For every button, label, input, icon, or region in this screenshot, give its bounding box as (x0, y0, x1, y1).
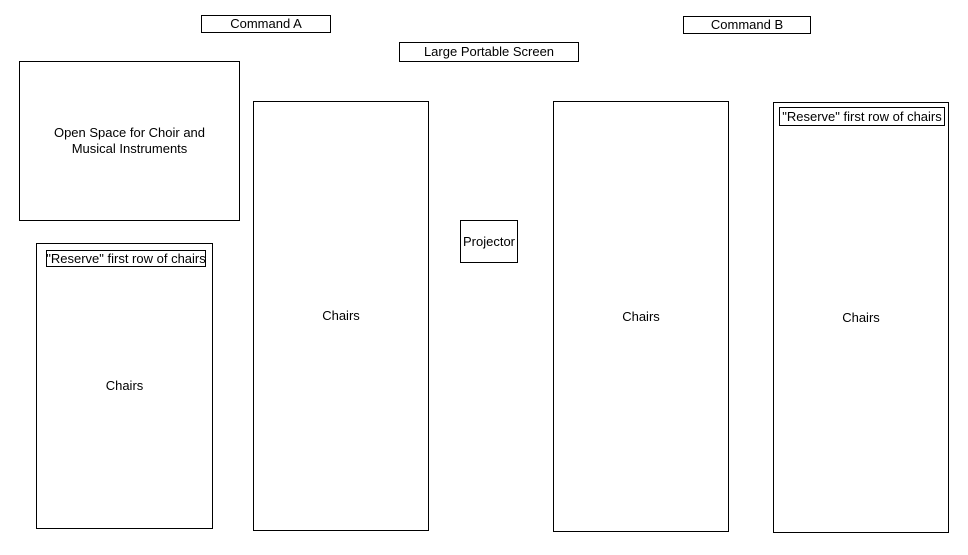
command-a-box: Command A (201, 15, 331, 33)
command-b-box: Command B (683, 16, 811, 34)
chairs-label: Chairs (842, 309, 880, 325)
reserve-first-row-box-right: "Reserve" first row of chairs (779, 107, 945, 126)
chairs-section-left: "Reserve" first row of chairs Chairs (36, 243, 213, 529)
large-portable-screen-label: Large Portable Screen (423, 44, 555, 59)
large-portable-screen-box: Large Portable Screen (399, 42, 579, 62)
reserve-first-row-label: "Reserve" first row of chairs (46, 250, 206, 266)
open-space-box: Open Space for Choir and Musical Instrum… (19, 61, 240, 221)
command-a-label: Command A (230, 16, 302, 31)
chairs-section-center-left: Chairs (253, 101, 429, 531)
chairs-label: Chairs (622, 308, 660, 324)
chairs-label: Chairs (105, 378, 144, 393)
open-space-label: Open Space for Choir and Musical Instrum… (53, 125, 206, 156)
chairs-section-center-right: Chairs (553, 101, 729, 532)
chairs-label: Chairs (322, 308, 360, 323)
reserve-first-row-box-left: "Reserve" first row of chairs (46, 250, 206, 267)
reserve-first-row-label: "Reserve" first row of chairs (782, 108, 942, 124)
command-b-label: Command B (710, 17, 784, 32)
projector-label: Projector (462, 233, 516, 249)
projector-box: Projector (460, 220, 518, 263)
chairs-section-right: "Reserve" first row of chairs Chairs (773, 102, 949, 533)
